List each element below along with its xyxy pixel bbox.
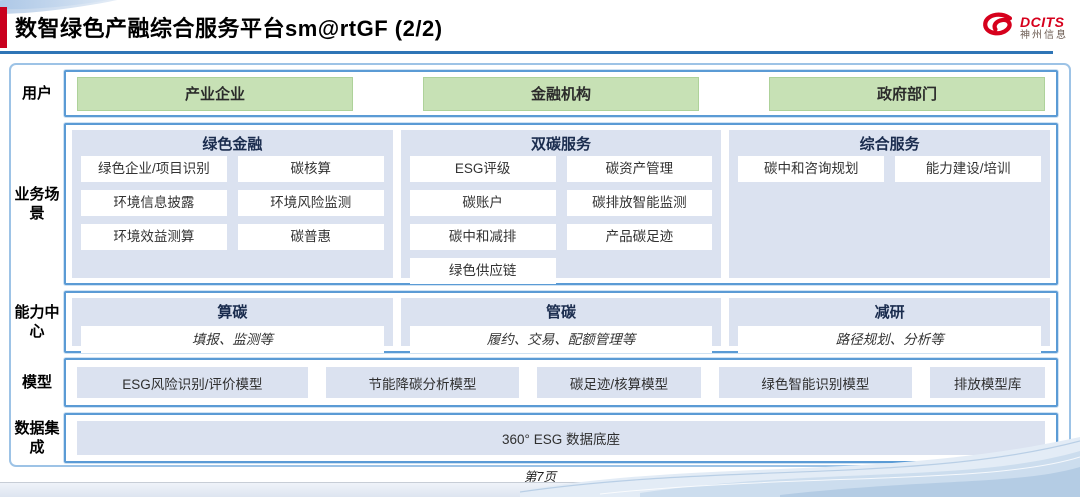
scenario-item: 碳资产管理 <box>566 156 713 182</box>
bottom-right-wave-decoration <box>520 437 1080 497</box>
footer-divider-line <box>0 482 1080 483</box>
row-label-capabilities: 能力中心 <box>14 303 60 341</box>
title-red-accent-bar <box>0 7 7 48</box>
scenario-item: ESG评级 <box>409 156 556 182</box>
scenario-item: 碳普惠 <box>237 224 384 250</box>
scenario-item: 绿色企业/项目识别 <box>81 156 227 182</box>
scenario-panel-comprehensive: 综合服务 碳中和咨询规划 能力建设/培训 <box>729 130 1051 278</box>
row-label-models: 模型 <box>21 373 52 391</box>
capability-panel-manage-carbon: 管碳 履约、交易、配额管理等 <box>400 298 722 353</box>
dcits-swirl-icon <box>981 12 1015 45</box>
scenario-panel-dual-carbon: 双碳服务 ESG评级 碳资产管理 碳账户 碳排放智能监测 碳中和减排 产品碳足迹… <box>400 130 722 284</box>
model-box: ESG风险识别/评价模型 <box>77 367 308 398</box>
row-label-users: 用户 <box>21 84 52 102</box>
model-box: 排放模型库 <box>930 367 1045 398</box>
capability-header: 算碳 <box>217 304 248 321</box>
model-box: 节能降碳分析模型 <box>325 367 520 398</box>
scenario-item: 碳账户 <box>409 190 556 216</box>
capability-panel-calc-carbon: 算碳 填报、监测等 <box>72 298 393 353</box>
user-box-financial: 金融机构 <box>423 76 699 111</box>
logo-brand-text: DCITS <box>1020 14 1065 31</box>
model-box: 绿色智能识别模型 <box>718 367 913 398</box>
scenario-item: 环境风险监测 <box>237 190 384 216</box>
scenario-item: 碳中和咨询规划 <box>738 156 885 182</box>
capability-detail: 履约、交易、配额管理等 <box>409 326 713 353</box>
users-row: 产业企业 金融机构 政府部门 <box>64 70 1058 117</box>
row-label-scenarios: 业务场景 <box>14 185 60 223</box>
logo-company-text: 神州信息 <box>1020 30 1068 42</box>
scenario-panel-header: 绿色金融 <box>202 136 263 153</box>
user-box-government: 政府部门 <box>769 76 1045 111</box>
scenario-panel-green-finance: 绿色金融 绿色企业/项目识别 碳核算 环境信息披露 环境风险监测 环境效益测算 … <box>72 130 393 278</box>
capability-detail: 填报、监测等 <box>81 326 384 353</box>
capability-detail: 路径规划、分析等 <box>738 326 1042 353</box>
scenario-item: 环境效益测算 <box>81 224 227 250</box>
scenario-item: 产品碳足迹 <box>566 224 713 250</box>
company-logo: DCITS 神州信息 <box>981 12 1068 45</box>
capability-header: 管碳 <box>546 304 577 321</box>
scenario-item: 能力建设/培训 <box>895 156 1042 182</box>
data-integration-row: 360° ESG 数据底座 <box>64 413 1058 463</box>
model-box: 碳足迹/核算模型 <box>537 367 701 398</box>
capability-panel-reduction-research: 减研 路径规划、分析等 <box>729 298 1051 353</box>
capability-header: 减研 <box>874 304 905 321</box>
page-number: 第7页 <box>524 470 556 484</box>
data-foundation-box: 360° ESG 数据底座 <box>77 421 1045 455</box>
scenarios-row: 绿色金融 绿色企业/项目识别 碳核算 环境信息披露 环境风险监测 环境效益测算 … <box>64 123 1058 285</box>
user-box-industry: 产业企业 <box>77 76 353 111</box>
scenario-item: 环境信息披露 <box>81 190 227 216</box>
scenario-panel-header: 综合服务 <box>859 136 920 153</box>
scenario-item: 绿色供应链 <box>409 258 556 284</box>
title-underline <box>0 51 1053 54</box>
row-label-data-integration: 数据集成 <box>14 419 60 457</box>
scenario-item: 碳中和减排 <box>409 224 556 250</box>
page-title: 数智绿色产融综合服务平台sm@rtGF (2/2) <box>15 16 443 41</box>
scenario-item: 碳排放智能监测 <box>566 190 713 216</box>
scenario-panel-header: 双碳服务 <box>531 136 592 153</box>
architecture-diagram-frame: 用户 业务场景 能力中心 模型 数据集成 产业企业 金融机构 政府部门 绿色金融… <box>9 63 1071 467</box>
capabilities-row: 算碳 填报、监测等 管碳 履约、交易、配额管理等 减研 路径规划、分析等 <box>64 291 1058 353</box>
scenario-item: 碳核算 <box>237 156 384 182</box>
models-row: ESG风险识别/评价模型 节能降碳分析模型 碳足迹/核算模型 绿色智能识别模型 … <box>64 358 1058 407</box>
